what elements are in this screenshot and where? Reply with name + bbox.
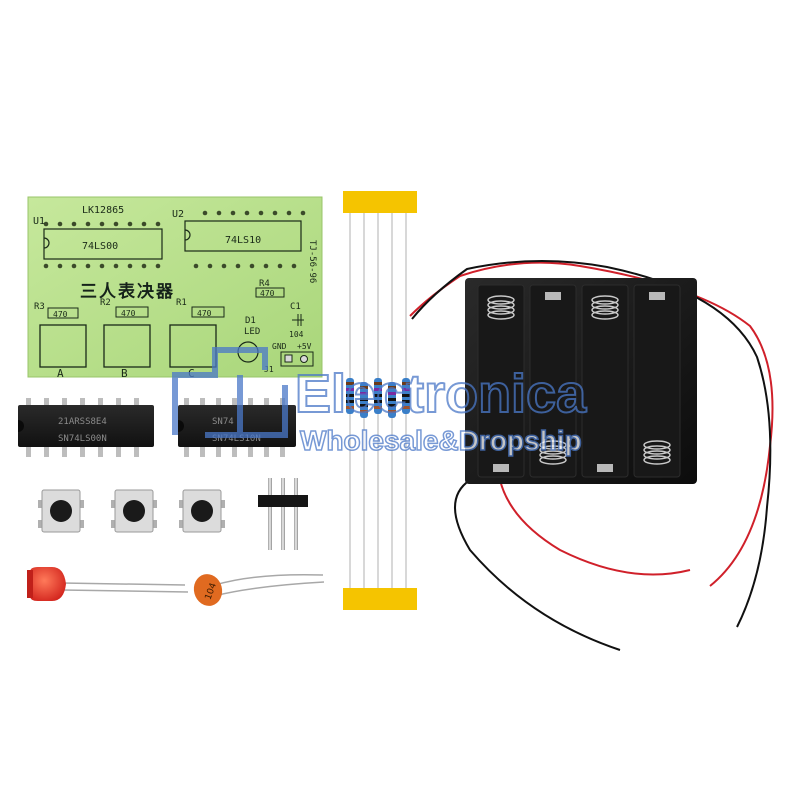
r4-value: 470 [260, 289, 275, 298]
chip-74ls00: 21ARSS8E4 SN74LS00N [18, 398, 154, 457]
d1-label: D1 [245, 316, 256, 326]
pcb-board: LK12865 U1 U2 74LS00 74LS10 TJ-56-96 三人表… [27, 196, 323, 380]
chip2-marking-line2: SN74LS10N [212, 434, 261, 444]
r3-value: 470 [53, 310, 68, 319]
ic1-label: 74LS00 [82, 241, 118, 252]
gnd-label: GND [272, 342, 287, 351]
c1-value: 104 [289, 330, 304, 339]
j1-footprint [280, 351, 314, 367]
r4-footprint [255, 287, 285, 298]
r1-footprint [191, 306, 225, 318]
battery-holder [409, 260, 774, 651]
ic2-footprint [184, 220, 302, 252]
watermark-subtitle: Wholesale&Dropship [300, 425, 582, 456]
watermark-logo-icon [172, 347, 288, 438]
board-code: LK12865 [82, 205, 124, 216]
button-b-footprint [103, 324, 151, 368]
r1-label: R1 [176, 298, 187, 308]
button-a-footprint [39, 324, 87, 368]
r3-footprint [47, 307, 79, 319]
r1-value: 470 [197, 309, 212, 318]
button-c-footprint [169, 324, 217, 368]
led-label: LED [244, 327, 260, 337]
chip1-marking-line1: 21ARSS8E4 [58, 417, 107, 427]
button-b-label: B [121, 367, 128, 380]
vcc-label: +5V [297, 342, 312, 351]
board-title: 三人表决器 [80, 281, 175, 302]
r2-label: R2 [100, 298, 111, 308]
button-a-label: A [57, 367, 64, 380]
r3-label: R3 [34, 302, 45, 312]
resistor-strip [343, 191, 417, 610]
r4-label: R4 [259, 279, 270, 289]
chip1-marking-line2: SN74LS00N [58, 434, 107, 444]
ceramic-capacitor: 104 [193, 573, 325, 606]
ic1-footprint [43, 228, 163, 260]
red-led [27, 567, 189, 601]
ic2-label: 74LS10 [225, 235, 261, 246]
watermark-title: Electronica [295, 364, 587, 424]
r2-footprint [115, 306, 149, 318]
u2-label: U2 [172, 209, 184, 220]
r2-value: 470 [121, 309, 136, 318]
pin-header [258, 478, 308, 550]
watermark: Electronica Wholesale&Dropship [172, 347, 588, 457]
c1-label: C1 [290, 302, 301, 312]
j1-label: J1 [264, 365, 274, 374]
tactile-switches [38, 489, 225, 533]
chip2-marking-line1: SN74 [212, 417, 234, 427]
side-code: TJ-56-96 [307, 240, 317, 283]
u1-label: U1 [33, 216, 45, 227]
